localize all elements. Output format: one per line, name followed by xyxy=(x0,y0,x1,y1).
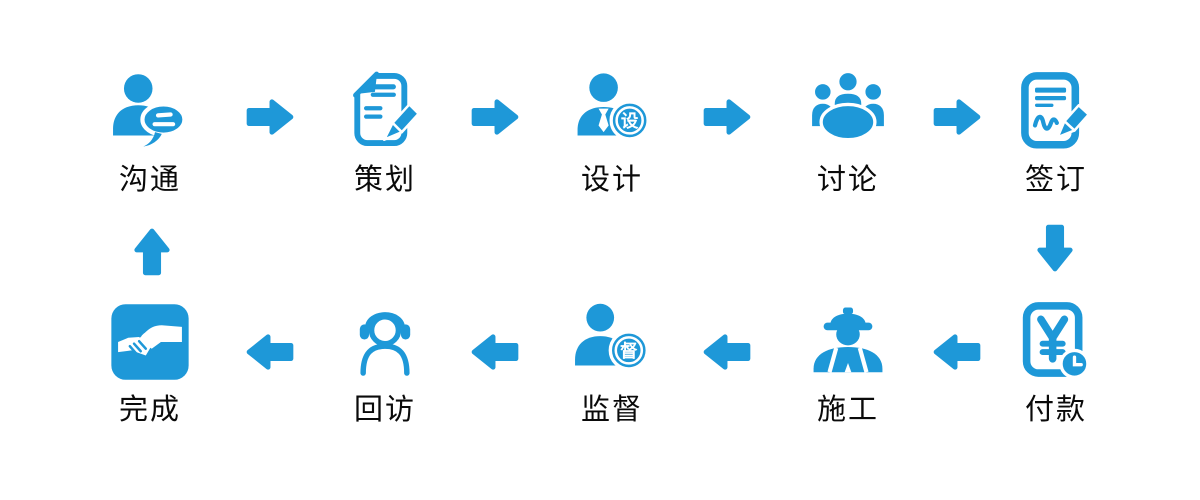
supervisor-badge-icon: 督 xyxy=(570,300,654,384)
step-planning: 策划 xyxy=(305,70,465,197)
designer-badge-icon: 设 xyxy=(570,70,654,154)
construction-worker-icon xyxy=(806,300,890,384)
person-chat-icon xyxy=(108,70,192,154)
contract-sign-icon xyxy=(1014,70,1098,154)
step-design: 设 设计 xyxy=(532,70,692,197)
document-pencil-icon xyxy=(343,70,427,154)
handshake-icon xyxy=(108,300,192,384)
arrow-right-icon xyxy=(703,97,751,137)
arrow-up-icon xyxy=(132,224,172,276)
step-label: 付款 xyxy=(1024,394,1087,426)
step-label: 施工 xyxy=(816,394,879,426)
step-signing: 签订 xyxy=(976,70,1136,197)
arrow-left-icon xyxy=(246,332,294,372)
design-badge-text: 设 xyxy=(621,111,639,131)
meeting-table-icon xyxy=(806,70,890,154)
arrow-left-icon xyxy=(703,332,751,372)
step-label: 监督 xyxy=(580,394,643,426)
step-communication: 沟通 xyxy=(70,70,230,197)
arrow-right-icon xyxy=(246,97,294,137)
headset-person-icon xyxy=(343,300,427,384)
payment-clock-icon xyxy=(1014,300,1098,384)
arrow-right-icon xyxy=(933,97,981,137)
step-discussion: 讨论 xyxy=(768,70,928,197)
arrow-right-icon xyxy=(471,97,519,137)
arrow-down-icon xyxy=(1035,224,1075,276)
step-payment: 付款 xyxy=(976,300,1136,427)
step-completion: 完成 xyxy=(70,300,230,427)
arrow-left-icon xyxy=(933,332,981,372)
step-label: 签订 xyxy=(1024,164,1087,196)
step-label: 设计 xyxy=(580,164,643,196)
step-label: 沟通 xyxy=(118,164,181,196)
step-construction: 施工 xyxy=(768,300,928,427)
step-label: 回访 xyxy=(353,394,416,426)
arrow-left-icon xyxy=(471,332,519,372)
step-label: 讨论 xyxy=(816,164,879,196)
step-supervision: 督 监督 xyxy=(532,300,692,427)
step-label: 策划 xyxy=(353,164,416,196)
supervise-badge-text: 督 xyxy=(620,340,638,361)
step-label: 完成 xyxy=(118,394,181,426)
step-follow-up: 回访 xyxy=(305,300,465,427)
